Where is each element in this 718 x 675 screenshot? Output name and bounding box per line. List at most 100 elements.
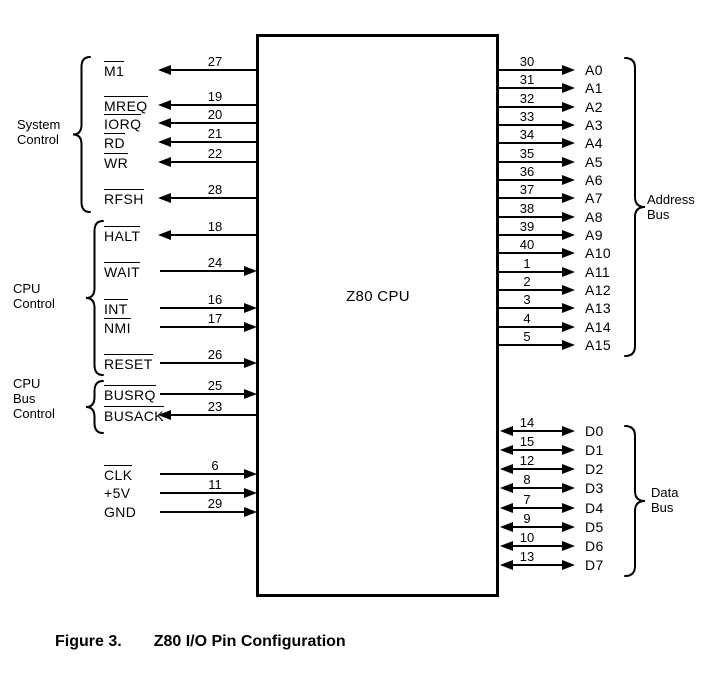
arrow-in-icon — [244, 266, 257, 276]
pin-label-int: INT — [104, 299, 128, 317]
pin-line-int — [160, 307, 244, 309]
pin-line-gnd — [160, 511, 244, 513]
pin-line-a15 — [499, 344, 562, 346]
pin-label-rfsh: RFSH — [104, 189, 144, 207]
pin-label-a12: A12 — [585, 282, 612, 298]
pin-label-d6: D6 — [585, 538, 604, 554]
pin-number-a6: 36 — [519, 164, 535, 179]
pin-number-wr: 22 — [207, 146, 223, 161]
pin-number-a4: 34 — [519, 127, 535, 142]
arrow-in-icon — [500, 541, 513, 551]
pin-line-d3 — [512, 487, 563, 489]
arrow-in-icon — [244, 322, 257, 332]
arrow-out-icon — [158, 100, 171, 110]
pin-line-m1 — [170, 69, 257, 71]
data-bus-brace — [624, 425, 646, 577]
pin-label-a14: A14 — [585, 319, 612, 335]
pin-number-d6: 10 — [519, 530, 535, 545]
arrow-out-icon — [158, 230, 171, 240]
pin-number-gnd: 29 — [207, 496, 223, 511]
pin-number-a10: 40 — [519, 237, 535, 252]
pin-line-reset — [160, 362, 244, 364]
pin-number-a3: 33 — [519, 109, 535, 124]
pin-number-a0: 30 — [519, 54, 535, 69]
pin-line-busrq — [160, 393, 244, 395]
arrow-in-icon — [500, 503, 513, 513]
arrow-out-icon — [562, 303, 575, 313]
pin-number-d7: 13 — [519, 549, 535, 564]
pin-label-a6: A6 — [585, 172, 603, 188]
pin-number-a12: 2 — [523, 274, 531, 289]
figure-caption: Figure 3.Z80 I/O Pin Configuration — [55, 633, 346, 651]
arrow-in-icon — [244, 507, 257, 517]
pin-label-a1: A1 — [585, 80, 603, 96]
pin-line-d1 — [512, 449, 563, 451]
pin-line-d2 — [512, 468, 563, 470]
pin-label-wait: WAIT — [104, 262, 141, 280]
arrow-out-icon — [562, 340, 575, 350]
pin-number-a5: 35 — [519, 146, 535, 161]
pin-line-a2 — [499, 106, 562, 108]
group-label-line: Data — [651, 485, 679, 500]
arrow-out-icon — [562, 83, 575, 93]
arrow-out-icon — [158, 65, 171, 75]
pin-label-iorq: IORQ — [104, 114, 142, 132]
pin-line-a13 — [499, 307, 562, 309]
pin-line-a4 — [499, 142, 562, 144]
pin-line-a0 — [499, 69, 562, 71]
pin-line-a5 — [499, 161, 562, 163]
pin-number-d3: 8 — [523, 472, 531, 487]
pin-number-d4: 7 — [523, 492, 531, 507]
arrow-out-icon — [158, 157, 171, 167]
pin-number-wait: 24 — [207, 255, 223, 270]
pin-label-mreq: MREQ — [104, 96, 148, 114]
pin-label-a10: A10 — [585, 245, 612, 261]
cpu-label: Z80 CPU — [346, 288, 410, 305]
arrow-out-icon — [562, 193, 575, 203]
pin-line-d6 — [512, 545, 563, 547]
arrow-out-icon — [562, 464, 575, 474]
group-label-data-bus: Data Bus — [651, 485, 678, 515]
pin-label-a15: A15 — [585, 337, 612, 353]
arrow-out-icon — [158, 137, 171, 147]
arrow-in-icon — [500, 445, 513, 455]
arrow-out-icon — [562, 267, 575, 277]
pin-number-d1: 15 — [519, 434, 535, 449]
arrow-in-icon — [244, 389, 257, 399]
pin-label-d0: D0 — [585, 423, 604, 439]
arrow-out-icon — [562, 483, 575, 493]
pin-line-a3 — [499, 124, 562, 126]
pin-label-plus5v: +5V — [104, 485, 131, 501]
pin-number-a13: 3 — [523, 292, 531, 307]
pin-label-a13: A13 — [585, 300, 612, 316]
figure-caption-number: Figure 3. — [55, 633, 122, 650]
pin-line-clk — [160, 473, 244, 475]
arrow-in-icon — [500, 426, 513, 436]
group-label-line: Address — [647, 192, 695, 207]
pin-number-d0: 14 — [519, 415, 535, 430]
pin-line-d4 — [512, 507, 563, 509]
group-label-line: Bus — [651, 500, 674, 515]
pin-line-rd — [170, 141, 257, 143]
arrow-out-icon — [562, 541, 575, 551]
pin-label-gnd: GND — [104, 504, 137, 520]
pin-line-rfsh — [170, 197, 257, 199]
pin-line-a14 — [499, 326, 562, 328]
pin-number-d5: 9 — [523, 511, 531, 526]
pin-number-a11: 1 — [523, 256, 531, 271]
pin-line-iorq — [170, 122, 257, 124]
group-label-line: System — [17, 117, 61, 132]
group-label-cpu-bus-control: CPU Bus Control — [13, 376, 55, 421]
arrow-out-icon — [562, 65, 575, 75]
arrow-out-icon — [562, 102, 575, 112]
system-control-brace — [72, 56, 91, 213]
pin-number-busrq: 25 — [207, 378, 223, 393]
arrow-in-icon — [244, 303, 257, 313]
group-label-address-bus: Address Bus — [647, 192, 695, 222]
pin-line-a6 — [499, 179, 562, 181]
pin-number-reset: 26 — [207, 347, 223, 362]
pin-label-m1: M1 — [104, 61, 125, 79]
pin-label-a9: A9 — [585, 227, 603, 243]
arrow-in-icon — [500, 464, 513, 474]
